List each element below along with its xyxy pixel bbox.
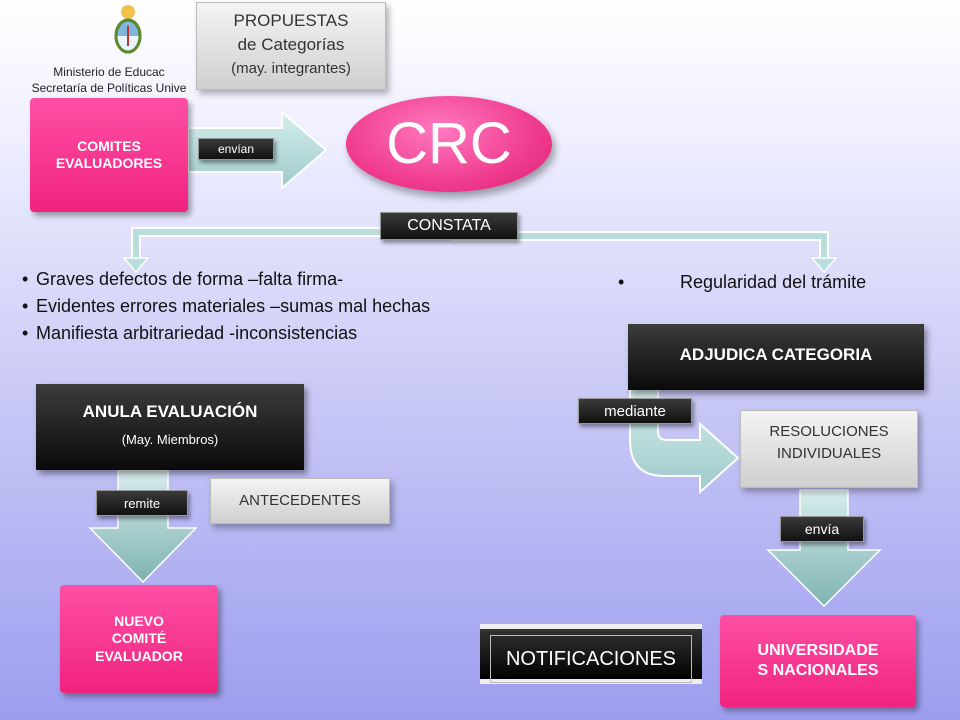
nuevo-line3: EVALUADOR <box>95 647 183 664</box>
right-point-text: Regularidad del trámite <box>680 272 867 292</box>
left-conditions-list: Graves defectos de forma –falta firma- E… <box>22 266 562 347</box>
ministry-line1: Ministerio de Educac <box>53 65 165 79</box>
anula-sub: (May. Miembros) <box>121 432 219 447</box>
nuevo-line2: COMITÉ <box>111 630 167 647</box>
ministry-line2: Secretaría de Políticas Unive <box>31 81 187 95</box>
coat-of-arms-icon <box>114 5 142 54</box>
mediante-label: mediante <box>578 398 692 424</box>
notificaciones-scroll: NOTIFICACIONES <box>480 624 702 684</box>
constata-label: CONSTATA <box>380 212 518 240</box>
propuestas-line3: (may. integrantes) <box>231 60 351 77</box>
crc-node: CRC <box>346 96 552 192</box>
envia-label: envía <box>780 516 864 542</box>
antecedentes-document: ANTECEDENTES <box>210 478 390 524</box>
remite-label: remite <box>96 490 188 516</box>
univ-line2: S NACIONALES <box>757 662 879 679</box>
nuevo-line1: NUEVO <box>114 612 164 629</box>
comites-evaluadores-box: COMITES EVALUADORES <box>30 98 188 212</box>
right-condition: •Regularidad del trámite <box>618 272 867 292</box>
ministry-caption: Ministerio de Educac Secretaría de Polít… <box>14 64 204 96</box>
universidades-nacionales-box: UNIVERSIDADE S NACIONALES <box>720 615 916 707</box>
comites-label: COMITES EVALUADORES <box>55 137 163 172</box>
notificaciones-label: NOTIFICACIONES <box>490 635 692 683</box>
nuevo-comite-box: NUEVO COMITÉ EVALUADOR <box>60 585 218 693</box>
anula-title: ANULA EVALUACIÓN <box>82 402 258 421</box>
propuestas-line1: PROPUESTAS <box>233 11 349 30</box>
resoluciones-line2: INDIVIDUALES <box>776 445 882 462</box>
univ-line1: UNIVERSIDADE <box>757 642 879 659</box>
left-point-1: Graves defectos de forma –falta firma- <box>22 266 562 293</box>
resoluciones-document: RESOLUCIONES INDIVIDUALES <box>740 410 918 488</box>
envian-label: envían <box>198 138 274 160</box>
propuestas-line2: de Categorías <box>237 35 345 54</box>
resoluciones-line1: RESOLUCIONES <box>769 423 889 440</box>
left-point-3: Manifiesta arbitrariedad -inconsistencia… <box>22 320 562 347</box>
arrow-remite <box>88 469 198 584</box>
left-point-2: Evidentes errores materiales –sumas mal … <box>22 293 562 320</box>
anula-evaluacion-banner: ANULA EVALUACIÓN (May. Miembros) <box>36 384 304 470</box>
propuestas-document: PROPUESTAS de Categorías (may. integrant… <box>196 2 386 90</box>
adjudica-categoria-banner: ADJUDICA CATEGORIA <box>628 324 924 390</box>
arrow-envia <box>766 489 882 608</box>
